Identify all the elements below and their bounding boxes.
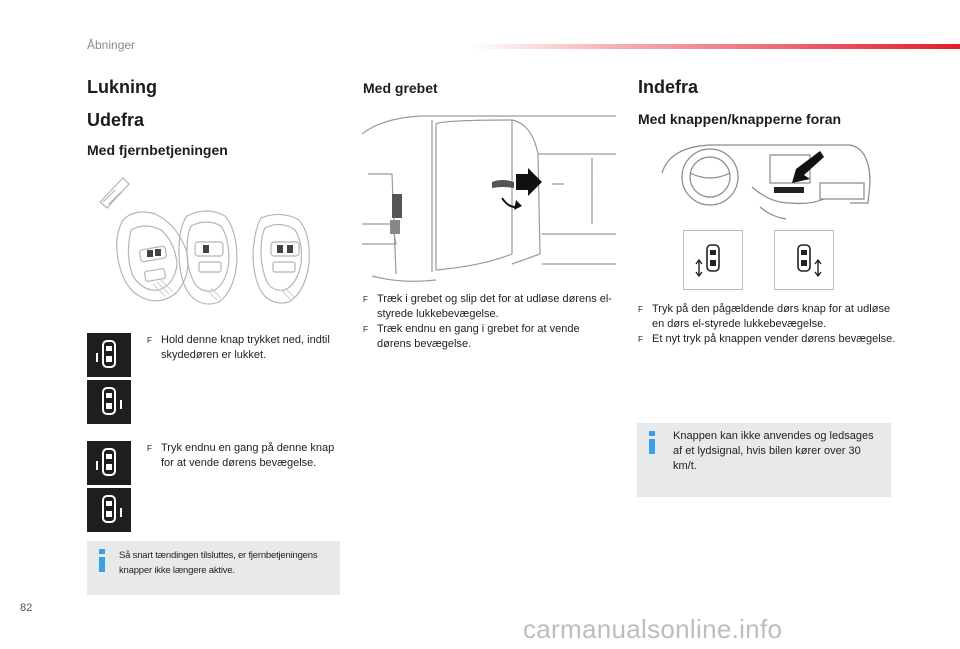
- bullet-text: Tryk endnu en gang på denne knap for at …: [161, 442, 335, 469]
- sliding-door-right-button: [87, 488, 131, 532]
- remote-keys-illustration: [99, 177, 310, 305]
- bullet-item: F Tryk på den pågældende dørs knap for a…: [638, 302, 896, 332]
- sliding-door-left-icon: [96, 448, 116, 476]
- sliding-door-left-icon: [96, 340, 116, 368]
- bullet-item: F Et nyt tryk på knappen vender dørens b…: [638, 332, 896, 347]
- sliding-door-left-button: [87, 333, 131, 377]
- heading-med-grebet: Med grebet: [363, 80, 438, 96]
- sliding-door-left-button: [87, 441, 131, 485]
- bullet-text: Et nyt tryk på knappen vender dørens bev…: [652, 333, 896, 345]
- front-door-button-right: [774, 230, 834, 290]
- front-door-button-left: [683, 230, 743, 290]
- sliding-door-left-icon: [695, 244, 720, 278]
- dashboard-illustration: [661, 144, 871, 220]
- title-indefra: Indefra: [638, 77, 699, 97]
- sliding-door-right-icon: [797, 244, 822, 278]
- bullet-list-remote-2: F Tryk endnu en gang på denne knap for a…: [147, 441, 337, 471]
- note-text: Så snart tændingen tilsluttes, er fjernb…: [119, 550, 318, 576]
- title-lukning: Lukning: [87, 77, 157, 97]
- bullet-mark: F: [363, 325, 368, 334]
- sliding-door-right-icon: [102, 387, 122, 415]
- bullet-item: F Træk endnu en gang i grebet for at ven…: [363, 322, 613, 352]
- title-udefra: Udefra: [87, 110, 145, 130]
- bullet-text: Hold denne knap trykket ned, indtil skyd…: [161, 334, 330, 361]
- bullet-mark: F: [638, 305, 643, 314]
- info-icon: [649, 431, 655, 454]
- bullet-item: F Hold denne knap trykket ned, indtil sk…: [147, 333, 337, 363]
- sliding-door-right-button: [87, 380, 131, 424]
- note-box-speed: Knappen kan ikke anvendes og ledsages af…: [637, 423, 891, 497]
- watermark: carmanualsonline.info: [523, 614, 783, 644]
- header-accent-bar: [470, 44, 960, 49]
- bullet-item: F Træk i grebet og slip det for at udløs…: [363, 292, 613, 322]
- bullet-mark: F: [147, 444, 152, 453]
- bullet-mark: F: [638, 335, 643, 344]
- bullet-list-handle: F Træk i grebet og slip det for at udløs…: [363, 292, 613, 352]
- door-handle-illustration: [362, 115, 616, 282]
- heading-knapperne-foran: Med knappen/knapperne foran: [638, 111, 842, 127]
- bullet-mark: F: [147, 336, 152, 345]
- bullet-mark: F: [363, 295, 368, 304]
- bullet-text: Træk endnu en gang i grebet for at vende…: [377, 323, 580, 350]
- bullet-list-remote-1: F Hold denne knap trykket ned, indtil sk…: [147, 333, 337, 363]
- bullet-text: Tryk på den pågældende dørs knap for at …: [652, 303, 891, 330]
- bullet-item: F Tryk endnu en gang på denne knap for a…: [147, 441, 337, 471]
- bullet-list-inside: F Tryk på den pågældende dørs knap for a…: [638, 302, 896, 347]
- note-box-ignition: Så snart tændingen tilsluttes, er fjernb…: [87, 541, 340, 595]
- page-number: 82: [20, 602, 33, 614]
- note-text: Knappen kan ikke anvendes og ledsages af…: [673, 430, 874, 472]
- info-icon: [99, 549, 105, 572]
- heading-fjernbetjening: Med fjernbetjeningen: [87, 142, 228, 158]
- sliding-door-right-icon: [102, 495, 122, 523]
- bullet-text: Træk i grebet og slip det for at udløse …: [377, 293, 612, 320]
- section-header: Åbninger: [87, 38, 136, 52]
